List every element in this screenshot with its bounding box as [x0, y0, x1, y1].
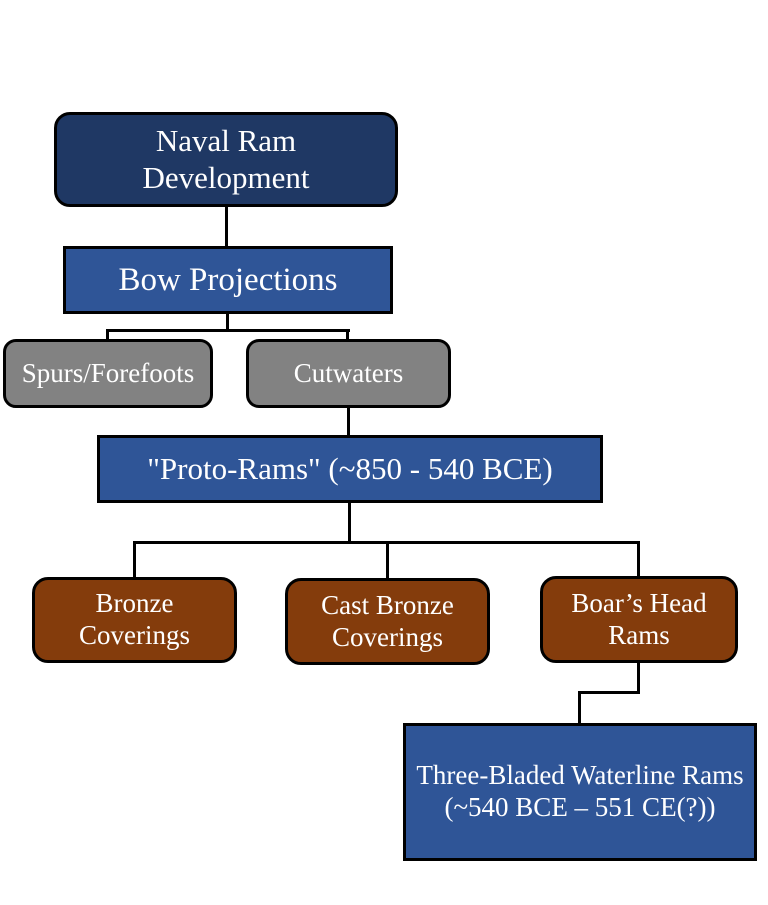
node-label: "Proto-Rams" (~850 - 540 BCE) [147, 450, 553, 486]
connector-naval-to-bow [225, 206, 228, 247]
connector-proto-stub [348, 502, 351, 544]
connector-boars-head-down [637, 662, 640, 694]
connector-drop-to-three-bladed [578, 691, 581, 726]
connector-drop-to-bronze [133, 541, 136, 580]
node-bronze-coverings: Bronze Coverings [32, 577, 237, 663]
node-label: Bronze Coverings [79, 588, 190, 650]
connector-elbow-horizontal [578, 691, 640, 694]
node-label: Three-Bladed Waterline Rams (~540 BCE – … [416, 760, 744, 822]
node-label: Cutwaters [293, 357, 404, 388]
node-boars-head-rams: Boar’s Head Rams [540, 576, 738, 663]
node-spurs-forefoots: Spurs/Forefoots [3, 339, 213, 408]
node-proto-rams: "Proto-Rams" (~850 - 540 BCE) [97, 435, 603, 503]
connector-bow-stub [226, 313, 229, 332]
node-label: Cast Bronze Coverings [321, 589, 454, 652]
node-label: Spurs/Forefoots [21, 357, 195, 388]
connector-drop-to-boars-head [637, 541, 640, 579]
node-cast-bronze-coverings: Cast Bronze Coverings [285, 578, 490, 665]
connector-cutwaters-to-proto [347, 407, 350, 436]
node-label: Bow Projections [118, 261, 338, 298]
node-cutwaters: Cutwaters [246, 339, 451, 408]
connector-bow-branch-horizontal [106, 329, 350, 332]
node-three-bladed-waterline-rams: Three-Bladed Waterline Rams (~540 BCE – … [403, 723, 757, 861]
node-naval-ram-development: Naval Ram Development [54, 112, 398, 207]
node-bow-projections: Bow Projections [63, 246, 393, 314]
connector-drop-to-cutwaters [346, 329, 349, 342]
connector-drop-to-spurs [106, 329, 109, 342]
node-label: Boar’s Head Rams [571, 587, 707, 650]
node-label: Naval Ram Development [142, 122, 310, 195]
connector-drop-to-cast-bronze [386, 541, 389, 581]
